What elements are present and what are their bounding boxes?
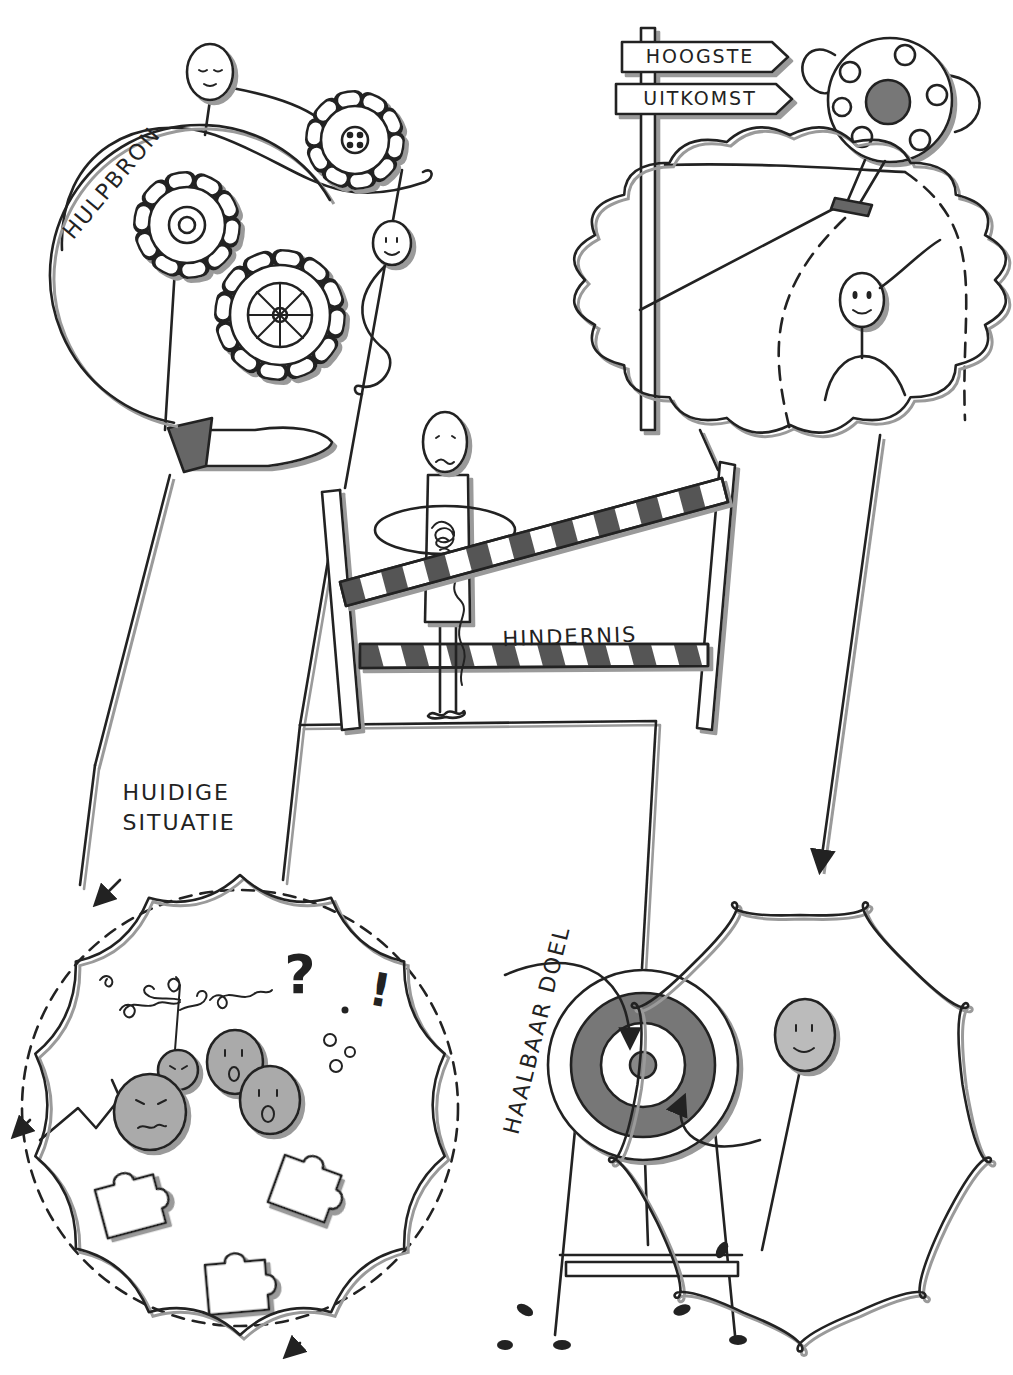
- gear: [142, 180, 232, 270]
- outline-stroke: [35, 875, 444, 1335]
- symbol-label: ?: [284, 939, 315, 1012]
- connector-line: [95, 475, 170, 765]
- person: [762, 999, 835, 1250]
- hand: [168, 418, 332, 472]
- node-region: HAALBAAR DOEL: [495, 870, 995, 1350]
- puzzle-pieces: [93, 1147, 353, 1315]
- barrier: [322, 462, 735, 730]
- outline-shadow: [613, 906, 995, 1355]
- barrier-bar: [340, 478, 728, 606]
- symbol-label: !: [364, 958, 395, 1023]
- gear: [314, 99, 396, 181]
- footprints: [497, 1240, 747, 1350]
- node-label: HOOGSTE: [646, 44, 755, 70]
- person: [825, 240, 940, 400]
- road: [640, 164, 966, 430]
- dashed-cycle: [14, 880, 458, 1356]
- node-region: HUIDIGE SITUATIE: [15, 765, 465, 1350]
- node-label: HULPBRON: [56, 120, 168, 245]
- head: [187, 44, 233, 100]
- outline-stroke: [609, 902, 991, 1351]
- arrow: [681, 1097, 760, 1146]
- outline-shadow: [578, 131, 1010, 436]
- edge-shadow: [99, 479, 174, 769]
- node-region: HULPBRON: [40, 95, 360, 475]
- outline-stroke: [50, 125, 330, 423]
- node-region: HINDERNIS: [310, 440, 740, 730]
- node-label: HINDERNIS: [502, 620, 638, 653]
- node-label: HAALBAAR DOEL: [497, 923, 578, 1138]
- edge-shadow: [824, 439, 884, 874]
- node-outline: [15, 765, 465, 1350]
- node-outline: [565, 35, 1010, 435]
- trophy: [802, 38, 979, 216]
- node-outline: [40, 95, 360, 475]
- faces: [114, 1030, 300, 1150]
- connection-lines: [62, 88, 432, 488]
- signpost: [616, 28, 792, 430]
- bubbles: [324, 1008, 355, 1073]
- node-region: HOOGSTE UITKOMST: [565, 35, 1010, 435]
- node-label: HUIDIGE SITUATIE: [123, 778, 288, 837]
- outline-stroke: [574, 127, 1006, 432]
- connector-line: [820, 435, 880, 870]
- head: [373, 221, 411, 265]
- gear: [223, 258, 337, 372]
- outline-shadow: [39, 879, 448, 1339]
- node-label: UITKOMST: [643, 86, 757, 112]
